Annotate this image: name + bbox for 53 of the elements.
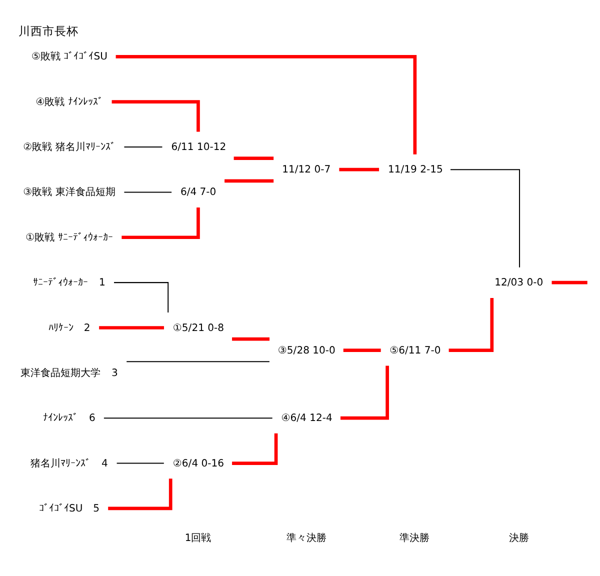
connector <box>112 100 200 132</box>
connector <box>234 156 274 160</box>
node-label: 4 <box>102 458 108 470</box>
connector <box>116 54 417 154</box>
node-text: 6/4 7-0 <box>180 187 216 198</box>
connector <box>224 179 274 183</box>
connector <box>99 326 164 330</box>
connector <box>114 282 169 312</box>
node-text: ⑤敗戦 ｺﾞｲｺﾞｲSU <box>32 52 108 63</box>
node-text: 12/03 0-0 <box>494 278 544 289</box>
connector <box>552 280 588 284</box>
label: 1回戦 <box>184 533 212 544</box>
node-text: ④6/4 12-4 <box>281 413 332 424</box>
node-text: ③敗戦 東洋食品短期 <box>23 187 116 198</box>
label: 準決勝 <box>400 533 430 544</box>
connector <box>116 462 164 464</box>
node-text: ④敗戦 ﾅｲﾝﾚｯｽﾞ <box>36 96 103 108</box>
node-text: ②敗戦 猪名川ﾏﾘｰﾝｽﾞ <box>23 142 116 154</box>
node-text: 東洋食品短期大学 <box>20 368 101 379</box>
connector <box>104 418 272 419</box>
connector <box>339 168 380 172</box>
node-text: ③5/28 10-0 <box>278 345 336 356</box>
node-text: ﾊﾘｹｰﾝ <box>48 322 74 334</box>
label: 決勝 <box>508 533 529 544</box>
node-text: 6/11 10-12 <box>171 142 226 154</box>
connector <box>450 169 520 268</box>
connector <box>124 146 162 148</box>
connector <box>232 337 270 341</box>
node-text: ⑤6/11 7-0 <box>390 345 441 356</box>
label: 準々決勝 <box>286 533 326 544</box>
node-text: ｺﾞｲｺﾞｲSU <box>39 503 83 514</box>
connector <box>122 208 200 240</box>
connector <box>126 361 270 362</box>
node-label: 6 <box>88 413 96 424</box>
node-text: ②6/4 0-16 <box>172 458 224 470</box>
connector <box>340 366 389 420</box>
node-text: ｻﾆｰﾃﾞｨｳｫｰｶｰ <box>33 278 88 289</box>
node-label: 3 <box>112 368 118 379</box>
diagram-title: 川西市長杯 <box>18 24 79 38</box>
connector <box>343 348 381 352</box>
connector <box>448 298 494 352</box>
node-label: 1 <box>98 278 106 289</box>
node-text: 11/12 0-7 <box>282 164 331 176</box>
node-label: 2 <box>84 322 90 334</box>
connector <box>108 478 172 510</box>
node-text: ①5/21 0-8 <box>172 322 224 334</box>
node-text: 11/19 2-15 <box>388 164 443 176</box>
node-text: ﾅｲﾝﾚｯｽﾞ <box>43 413 78 424</box>
node-text: 猪名川ﾏﾘｰﾝｽﾞ <box>30 458 91 470</box>
connector <box>124 192 172 193</box>
node-label: 5 <box>93 503 100 514</box>
node-text: ①敗戦 ｻﾆｰﾃﾞｨｳｫｰｶｰ <box>26 232 113 244</box>
connector <box>232 433 278 465</box>
